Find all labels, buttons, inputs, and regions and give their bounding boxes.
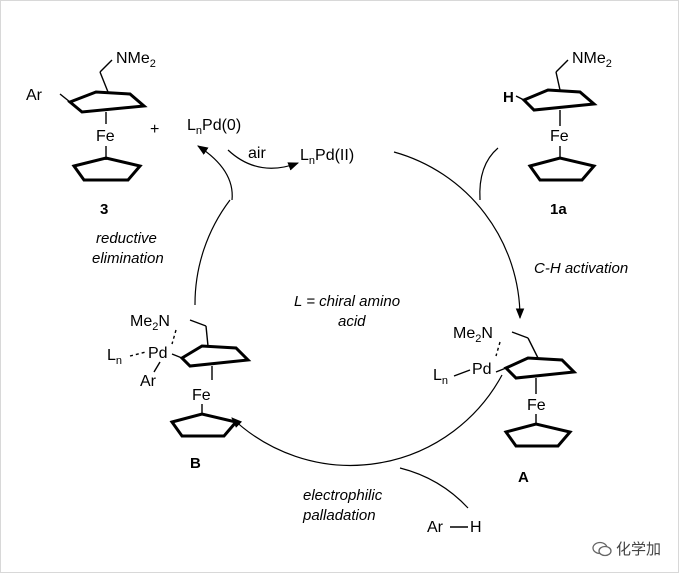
cp-ring-lower <box>503 422 573 448</box>
cp-ring-lower <box>169 412 239 438</box>
intermediate-label-a: A <box>518 469 529 486</box>
step-electrophilic-line2: palladation <box>302 507 376 524</box>
step-reductive-line1: reductive <box>96 230 157 247</box>
intermediate-b: Me2N Ln Pd Ar Fe B <box>107 313 252 472</box>
arrow-to-pd0 <box>197 145 233 201</box>
pd-label: Pd <box>472 361 492 378</box>
intermediate-a: Me2N Ln Pd Fe A <box>433 325 578 486</box>
watermark-text: 化学加 <box>615 541 661 558</box>
ln-pd0-label: LnPd(0) <box>187 117 241 137</box>
arh-ar-label: Ar <box>427 519 444 536</box>
step-reductive-line2: elimination <box>92 250 164 267</box>
pd-label: Pd <box>148 345 168 362</box>
fe-label: Fe <box>550 128 569 145</box>
wechat-icon <box>592 541 612 556</box>
ar-label: Ar <box>140 373 157 390</box>
cp-ring-upper <box>179 344 252 368</box>
me2n-label: Me2N <box>130 313 170 333</box>
nme2-label: NMe2 <box>116 50 156 70</box>
h-label: H <box>503 89 514 106</box>
fe-label: Fe <box>192 387 211 404</box>
fe-label: Fe <box>96 128 115 145</box>
arrow-air-oxidation <box>227 149 300 171</box>
cp-ring-lower <box>527 156 597 182</box>
arh-h-label: H <box>470 519 482 536</box>
step-ch-activation: C-H activation <box>534 260 628 277</box>
compound-3: NMe2 Ar Fe 3 <box>26 50 156 218</box>
ln-pd2-label: LnPd(II) <box>300 147 354 167</box>
compound-number-1a: 1a <box>550 201 567 218</box>
ar-label: Ar <box>26 87 43 104</box>
me2n-label: Me2N <box>453 325 493 345</box>
nme2-label: NMe2 <box>572 50 612 70</box>
intermediate-label-b: B <box>190 455 201 472</box>
compound-number-3: 3 <box>100 201 108 218</box>
compound-1a: NMe2 H Fe 1a <box>503 50 612 218</box>
ln-label: Ln <box>433 367 448 387</box>
air-label: air <box>248 145 266 162</box>
cp-ring-upper <box>67 90 148 114</box>
cycle-arc-reductive-elimination <box>194 199 231 306</box>
arrow-arh-entry <box>399 467 469 509</box>
arrow-substrate-entry <box>479 147 499 201</box>
center-note-line1: L = chiral amino <box>294 293 400 310</box>
step-electrophilic-line1: electrophilic <box>303 487 383 504</box>
fe-label: Fe <box>527 397 546 414</box>
plus-sign: + <box>150 121 159 138</box>
watermark: 化学加 <box>592 538 661 559</box>
cycle-arc-electrophilic-palladation <box>231 374 503 467</box>
cycle-arc-ch-activation <box>393 151 525 320</box>
cp-ring-upper <box>503 356 578 380</box>
cp-ring-lower <box>71 156 143 182</box>
center-note-line2: acid <box>338 313 366 330</box>
cp-ring-upper <box>521 88 598 112</box>
ln-label: Ln <box>107 347 122 367</box>
